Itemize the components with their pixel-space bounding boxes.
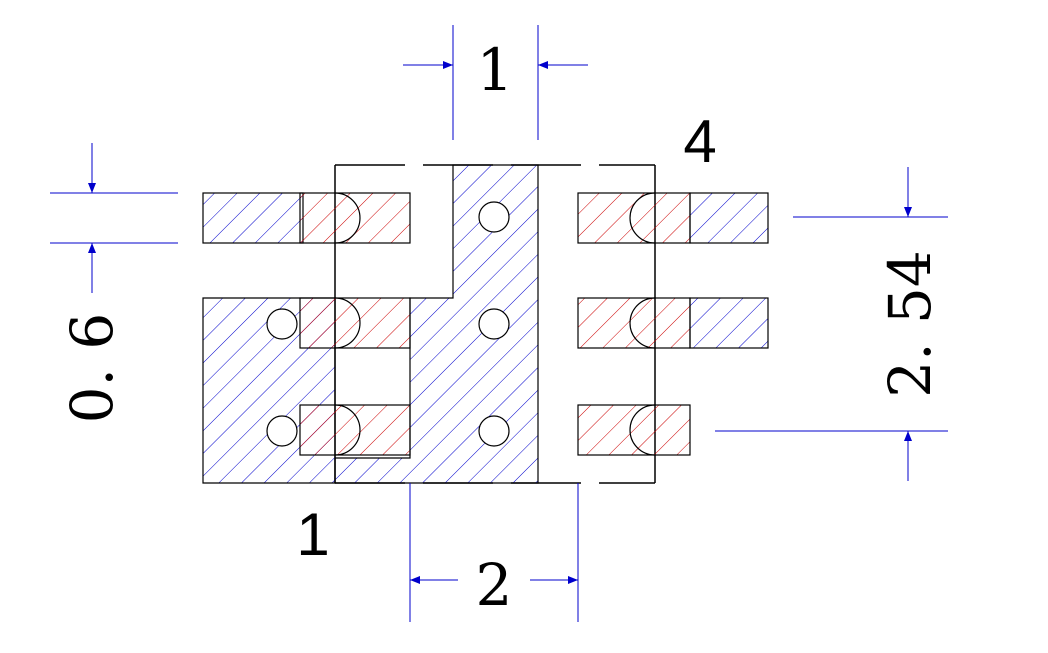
red-pad-right-2 [577,297,691,349]
dimension-label-gap: 1 [477,36,514,104]
holes [266,201,510,447]
red-pad-left-2 [299,297,411,349]
dimension-bottom-spacing [409,483,579,622]
blue-pad-mid-right [689,297,769,349]
blue-pad-top-right [689,192,769,244]
red-pad-left-3 [299,404,411,456]
dimension-label-width: 0. 6 [58,313,126,424]
dimension-top-gap [403,25,588,140]
dimension-label-pitch: 2. 54 [876,250,944,398]
pin-label-1: 1 [296,501,329,568]
dimension-left-width [50,143,178,293]
blue-pad-top-left [202,192,304,244]
dimension-label-spacing: 2 [476,551,513,619]
red-pads [299,192,691,456]
pad-notches [334,192,656,456]
red-pad-right-1 [577,192,691,244]
red-pad-right-3 [577,404,691,456]
pin-label-4: 4 [683,108,716,175]
dimension-right-pitch [715,167,948,481]
red-pad-left-1 [299,192,411,244]
